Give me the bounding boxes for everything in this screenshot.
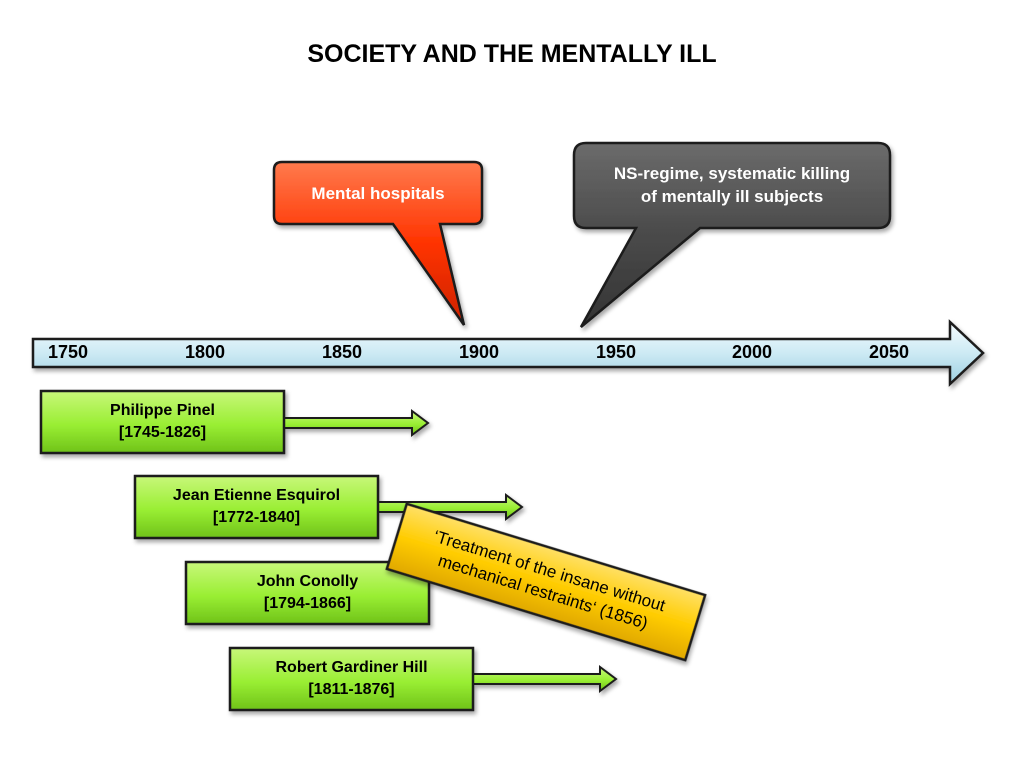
- person-name: Robert Gardiner Hill: [275, 659, 428, 676]
- year-label: 2050: [868, 342, 910, 362]
- person-lifespan: [1794-1866]: [263, 595, 352, 612]
- year-label: 1750: [47, 342, 89, 362]
- person-lifespan: [1811-1876]: [308, 681, 395, 698]
- person-box-esquirol: Jean Etienne Esquirol [1772-1840]: [135, 476, 378, 538]
- person-lifespan: [1745-1826]: [118, 424, 207, 441]
- person-conolly-shape: [184, 560, 431, 626]
- person-lifespan: [1772-1840]: [212, 509, 301, 526]
- person-name: Philippe Pinel: [110, 402, 215, 419]
- year-label: 1950: [595, 342, 637, 362]
- timeline-arrow: [31, 319, 985, 387]
- person-box-conolly: John Conolly [1794-1866]: [186, 562, 429, 624]
- callout-text-line: Mental hospitals: [311, 184, 445, 203]
- person-pinel-shape: [39, 389, 430, 455]
- year-label: 1900: [458, 342, 500, 362]
- callout-mental-hospitals: [272, 160, 484, 326]
- callout-ns-regime: [572, 141, 892, 328]
- person-box-pinel: Philippe Pinel [1745-1826]: [41, 391, 284, 453]
- person-box-hill: Robert Gardiner Hill [1811-1876]: [230, 648, 473, 710]
- year-label: 1850: [321, 342, 363, 362]
- year-label: 2000: [731, 342, 773, 362]
- callout-mental-hospitals-text: Mental hospitals: [274, 182, 482, 205]
- person-hill-shape: [228, 646, 618, 712]
- person-name: Jean Etienne Esquirol: [172, 487, 341, 504]
- note-shape: [385, 502, 707, 662]
- callout-ns-regime-text: NS-regime, systematic killing of mentall…: [574, 162, 890, 208]
- person-esquirol-shape: [133, 474, 524, 540]
- callout-text-line: NS-regime, systematic killing: [613, 164, 851, 183]
- person-name: John Conolly: [256, 573, 359, 590]
- year-label: 1800: [184, 342, 226, 362]
- callout-text-line: of mentally ill subjects: [640, 187, 824, 206]
- page-title: SOCIETY AND THE MENTALLY ILL: [307, 40, 717, 68]
